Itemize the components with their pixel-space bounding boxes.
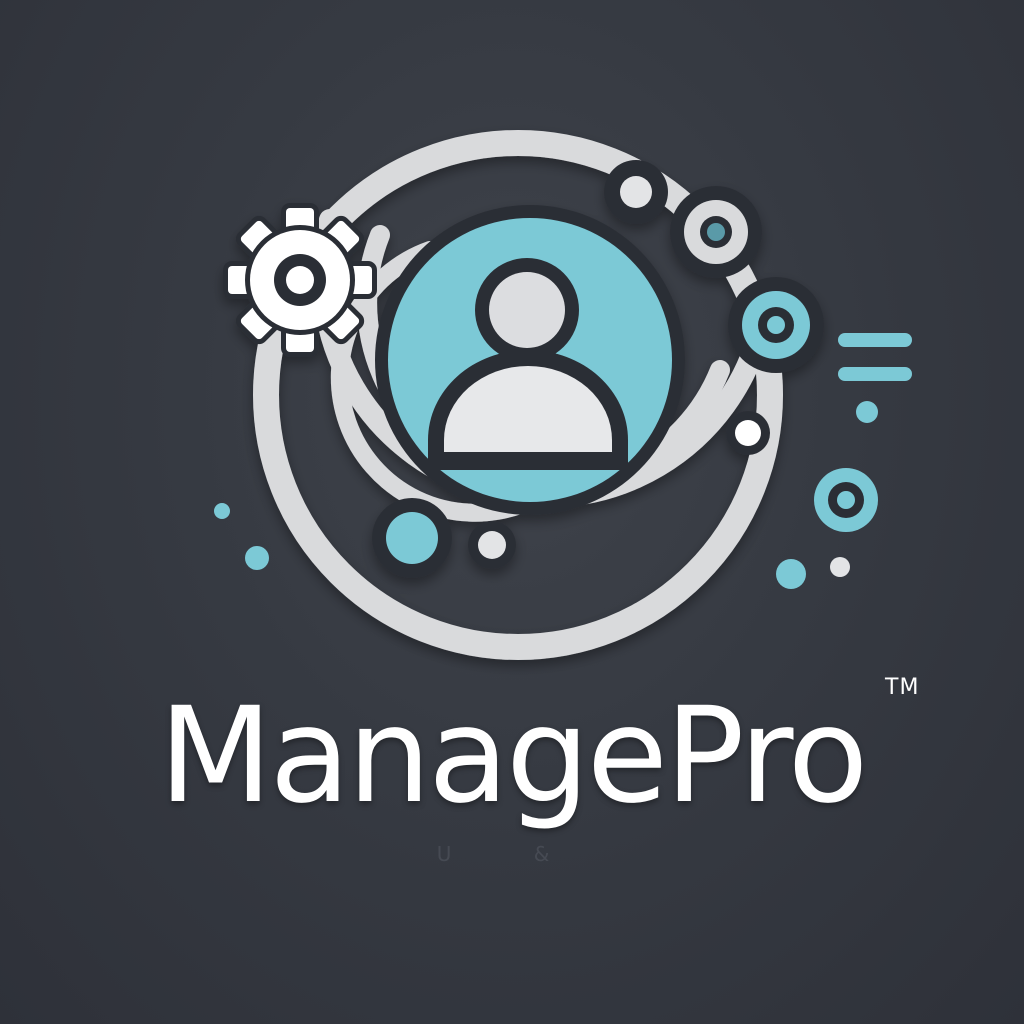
menu-lines-icon [838,333,912,381]
node-dot-icon [372,160,824,578]
brand-tagline: U & [436,842,588,866]
gear-icon [223,203,377,357]
brand-name: ManagePro [158,679,869,833]
user-icon [375,205,685,515]
trademark-symbol: TM [885,675,920,700]
accent-dots [214,401,878,589]
